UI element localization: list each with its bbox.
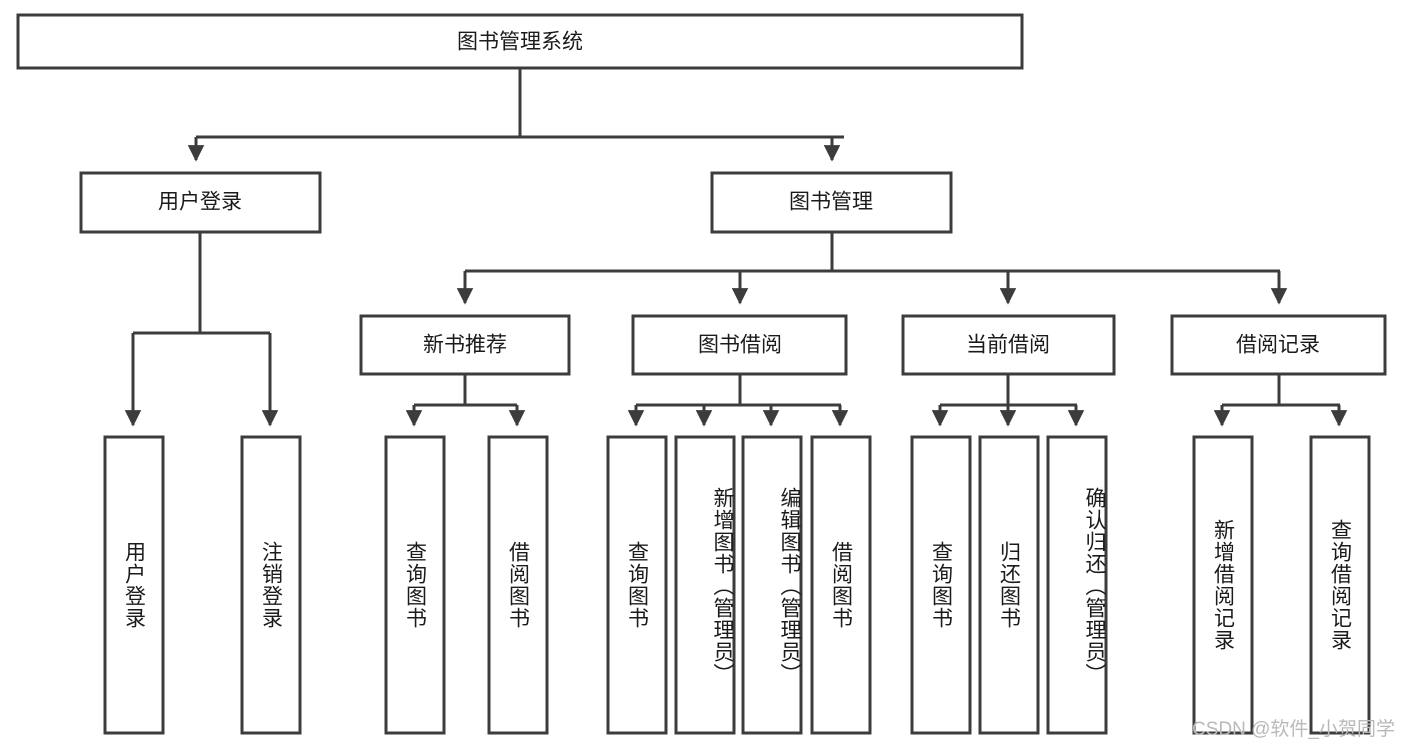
node-book-manage[interactable]: 图书管理 — [710, 171, 953, 234]
node-borrow-record-label: 借阅记录 — [1236, 334, 1320, 357]
connector-bookborrow-to-leaves — [627, 374, 849, 427]
leaf-box-user-login — [103, 435, 165, 735]
leaf-box-return-book — [978, 435, 1040, 735]
node-current-borrow-label: 当前借阅 — [966, 334, 1050, 357]
node-new-book-recommend-label: 新书推荐 — [423, 334, 507, 357]
node-root[interactable]: 图书管理系统 — [16, 13, 1024, 70]
leaf-box-add-book — [674, 435, 736, 735]
leaf-box-query-record — [1309, 435, 1371, 735]
leaf-box-borrow-book-2 — [810, 435, 872, 735]
leaf-box-borrow-book-1 — [487, 435, 549, 735]
node-borrow-record[interactable]: 借阅记录 — [1170, 314, 1387, 376]
leaf-box-confirm-return — [1046, 435, 1108, 735]
node-current-borrow[interactable]: 当前借阅 — [901, 314, 1116, 376]
node-user-login-label: 用户登录 — [158, 191, 242, 214]
leaf-box-query-book-3 — [910, 435, 972, 735]
node-book-borrow[interactable]: 图书借阅 — [631, 314, 848, 376]
connector-borrowrecord-to-leaves — [1213, 374, 1348, 427]
node-book-manage-label: 图书管理 — [789, 191, 873, 214]
connector-currentborrow-to-leaves — [931, 374, 1085, 427]
node-root-label: 图书管理系统 — [457, 31, 583, 54]
leaf-box-logout — [240, 435, 302, 735]
leaf-box-add-record — [1192, 435, 1254, 735]
connector-root-to-level2 — [187, 68, 844, 162]
node-user-login[interactable]: 用户登录 — [79, 171, 322, 234]
leaf-box-query-book-2 — [606, 435, 668, 735]
leaf-boxes — [103, 435, 1371, 735]
leaf-box-query-book-1 — [384, 435, 446, 735]
csdn-watermark: CSDN @软件_小贺同学 — [1192, 719, 1395, 740]
connector-newbook-to-leaves — [405, 374, 526, 427]
node-book-borrow-label: 图书借阅 — [698, 334, 782, 357]
connector-bookmanage-to-level3 — [456, 232, 1288, 305]
leaf-box-edit-book — [741, 435, 803, 735]
connector-userlogin-to-leaves — [124, 232, 279, 427]
node-new-book-recommend[interactable]: 新书推荐 — [359, 314, 571, 376]
